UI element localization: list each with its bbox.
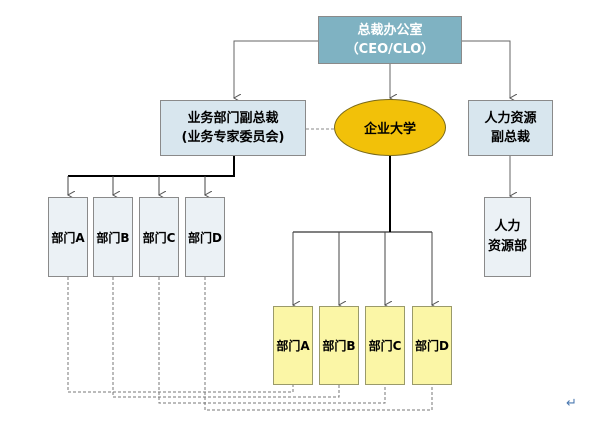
business-dept-c: 部门C xyxy=(139,197,179,277)
university-dept-c-label: 部门C xyxy=(368,339,402,353)
university-dept-a: 部门A xyxy=(273,306,313,385)
hr-vp-title: 人力资源 xyxy=(484,111,537,126)
ceo-office-box: 总裁办公室 （CEO/CLO） xyxy=(318,16,462,64)
business-dept-d-label: 部门D xyxy=(188,230,222,245)
hr-dept-box: 人力 资源部 xyxy=(484,197,531,277)
hr-vp-box: 人力资源 副总裁 xyxy=(468,100,553,156)
dept-c-dashed-link xyxy=(158,277,386,404)
business-dept-a-label: 部门A xyxy=(51,230,85,245)
university-dept-c: 部门C xyxy=(365,306,405,385)
business-dept-c-label: 部门C xyxy=(142,230,176,245)
corporate-university-label: 企业大学 xyxy=(363,122,416,137)
dept-d-dashed-link xyxy=(204,277,433,411)
business-vp-subtitle: (业务专家委员会) xyxy=(181,130,285,145)
corporate-university-ellipse: 企业大学 xyxy=(334,99,446,156)
ceo-office-title: 总裁办公室 xyxy=(357,23,423,38)
paragraph-return-mark: ↵ xyxy=(566,396,577,411)
university-dept-a-label: 部门A xyxy=(276,339,310,353)
hr-vp-subtitle: 副总裁 xyxy=(490,130,530,145)
business-vp-down-line xyxy=(68,156,235,177)
university-dept-d-label: 部门D xyxy=(415,339,449,353)
university-dept-b: 部门B xyxy=(319,306,359,385)
hr-dept-line2: 资源部 xyxy=(487,239,527,254)
university-dept-d: 部门D xyxy=(412,306,452,385)
business-dept-d: 部门D xyxy=(185,197,225,277)
ceo-to-business-vp-line xyxy=(234,40,318,98)
business-vp-title: 业务部门副总裁 xyxy=(187,111,279,126)
ceo-office-subtitle: （CEO/CLO） xyxy=(345,42,435,57)
business-dept-b: 部门B xyxy=(93,197,133,277)
dept-a-dashed-link xyxy=(67,277,294,393)
dept-b-dashed-link xyxy=(112,277,340,398)
hr-dept-line1: 人力 xyxy=(494,219,521,234)
university-dept-b-label: 部门B xyxy=(322,339,356,353)
business-dept-b-label: 部门B xyxy=(96,230,130,245)
business-vp-box: 业务部门副总裁 (业务专家委员会) xyxy=(160,100,306,156)
ceo-to-hr-vp-line xyxy=(462,40,510,98)
business-dept-a: 部门A xyxy=(48,197,88,277)
